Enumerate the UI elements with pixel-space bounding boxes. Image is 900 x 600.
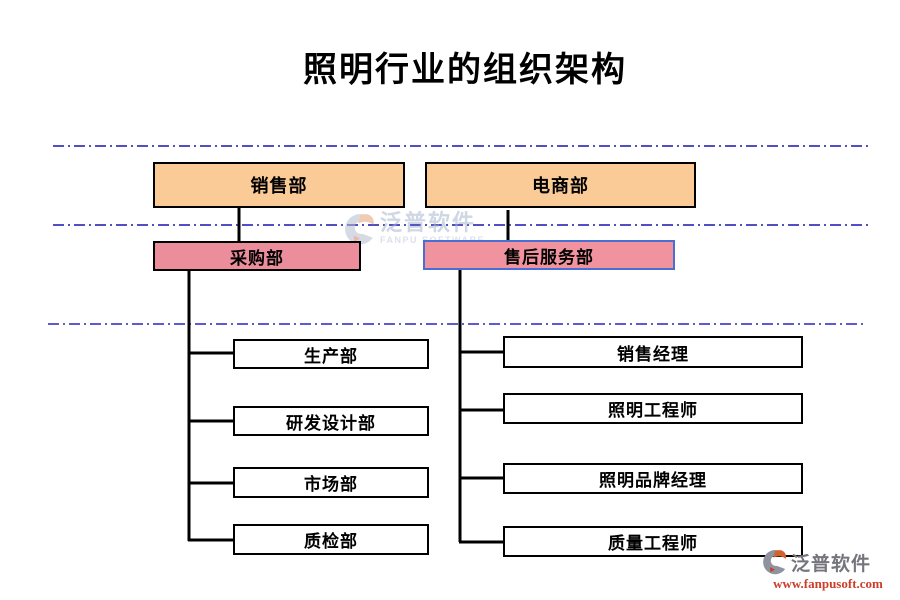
fanpu-logo-icon [763,550,787,575]
dept-node-after-sales: 售后服务部 [423,240,675,270]
child-node-marketing: 市场部 [233,467,429,498]
child-node-quality-engineer: 质量工程师 [503,526,803,557]
child-node-production: 生产部 [233,339,429,369]
child-node-quality-inspection: 质检部 [233,524,429,555]
footer-brand-name: 泛普软件 [791,553,872,575]
child-node-lighting-brand-manager: 照明品牌经理 [503,463,803,494]
page-title: 照明行业的组织架构 [303,52,627,89]
dept-node-purchasing: 采购部 [153,241,361,271]
footer-website-url: www.fanpusoft.com [773,576,883,591]
child-node-sales-manager: 销售经理 [503,336,803,368]
footer-brand-logo: 泛普软件 www.fanpusoft.com [762,548,894,592]
dept-node-ecommerce: 电商部 [425,162,696,208]
child-node-lighting-engineer: 照明工程师 [503,393,803,424]
dept-node-sales: 销售部 [153,162,405,208]
child-node-rnd-design: 研发设计部 [233,406,429,436]
